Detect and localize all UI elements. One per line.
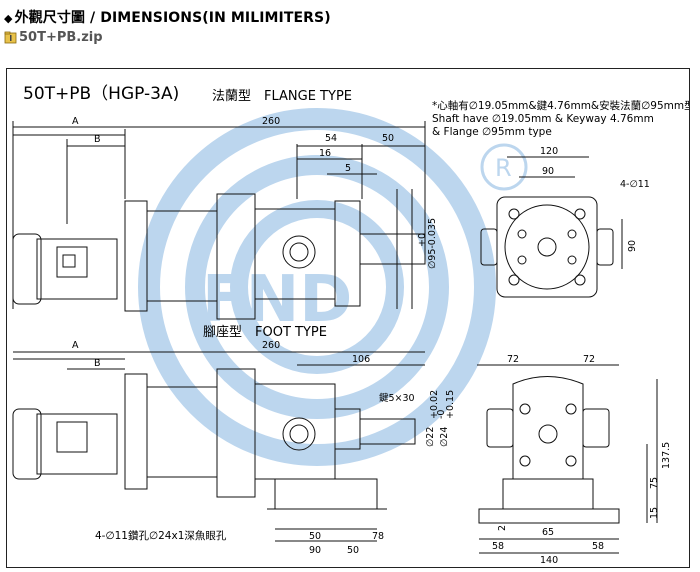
page-heading: ◆外觀尺寸圖 / DIMENSIONS(IN MILIMITERS) (4, 7, 331, 27)
dim-bottom-50b: 50 (347, 545, 359, 556)
dim-front-90h: 90 (542, 166, 554, 177)
foot-type-label: 腳座型 FOOT TYPE (203, 325, 327, 340)
dim-bottom-260: 260 (262, 340, 280, 351)
model-title: 50T+PB（HGP-3A) (23, 84, 179, 104)
note-line-1: *心軸有∅19.05mm&鍵4.76mm&安裝法蘭∅95mm型 (432, 99, 690, 112)
dim-top-B: B (94, 134, 101, 145)
foot-front-view (477, 364, 658, 554)
svg-text:R: R (495, 154, 512, 182)
dim-foot-140: 140 (540, 555, 558, 566)
foot-side-view (12, 351, 425, 542)
dim-foot-2: 2 (497, 525, 508, 531)
dim-top-5: 5 (345, 163, 351, 174)
dim-bottom-tol-a: +0.02 (429, 390, 440, 419)
heading-text: 外觀尺寸圖 / DIMENSIONS(IN MILIMITERS) (14, 10, 331, 26)
dim-foot-15: 15 (649, 507, 660, 519)
note-line-3: & Flange ∅95mm type (432, 126, 552, 138)
dim-bottom-24: ∅24 (439, 427, 450, 447)
dim-top-260: 260 (262, 116, 280, 127)
foot-note: 4-∅11鑽孔∅24x1深魚眼孔 (95, 529, 227, 542)
note-line-2: Shaft have ∅19.05mm & Keyway 4.76mm (432, 113, 654, 125)
dim-foot-72b: 72 (583, 354, 595, 365)
dim-foot-72a: 72 (507, 354, 519, 365)
dim-bottom-50: 50 (309, 531, 321, 542)
dim-bottom-78: 78 (372, 531, 384, 542)
dimension-drawing: R FND 50T+PB（HGP-3A) 法蘭型 FLANGE TYPE *心軸… (6, 68, 690, 568)
drawing-canvas: R FND 50T+PB（HGP-3A) 法蘭型 FLANGE TYPE *心軸… (12, 84, 690, 566)
download-link[interactable]: 50T+PB.zip (4, 30, 103, 45)
dim-top-50: 50 (382, 133, 394, 144)
zip-file-icon (4, 31, 17, 44)
dim-bottom-tol-c: +0.15 (445, 390, 456, 419)
dim-top-16: 16 (319, 148, 331, 159)
dim-bottom-tol-b: -0 (436, 410, 447, 419)
dim-bottom-106: 106 (352, 354, 370, 365)
dim-bottom-B: B (94, 358, 101, 369)
dim-top-95-tol: +0 (417, 233, 428, 247)
flange-type-label: 法蘭型 FLANGE TYPE (212, 88, 352, 104)
dim-front-4-11: 4-∅11 (620, 179, 650, 190)
dim-foot-65: 65 (542, 527, 554, 538)
dim-front-90v: 90 (627, 240, 638, 252)
dim-bottom-A: A (72, 340, 79, 351)
bullet-icon: ◆ (4, 12, 13, 25)
flange-side-view (12, 121, 426, 320)
dim-foot-137: 137.5 (661, 442, 672, 469)
dim-top-54: 54 (325, 133, 337, 144)
dim-foot-58a: 58 (492, 541, 504, 552)
flange-front-view (480, 156, 623, 298)
download-link-label: 50T+PB.zip (19, 30, 103, 45)
dim-top-95: ∅95-0.035 (427, 218, 438, 269)
dim-bottom-key: 鍵5×30 (379, 392, 415, 404)
dim-foot-75: 75 (649, 477, 660, 489)
dim-top-A: A (72, 116, 79, 127)
watermark-text: FND (202, 263, 352, 337)
dim-front-120: 120 (540, 146, 558, 157)
dim-bottom-22: ∅22 (425, 427, 436, 447)
dim-foot-58b: 58 (592, 541, 604, 552)
dim-bottom-90: 90 (309, 545, 321, 556)
